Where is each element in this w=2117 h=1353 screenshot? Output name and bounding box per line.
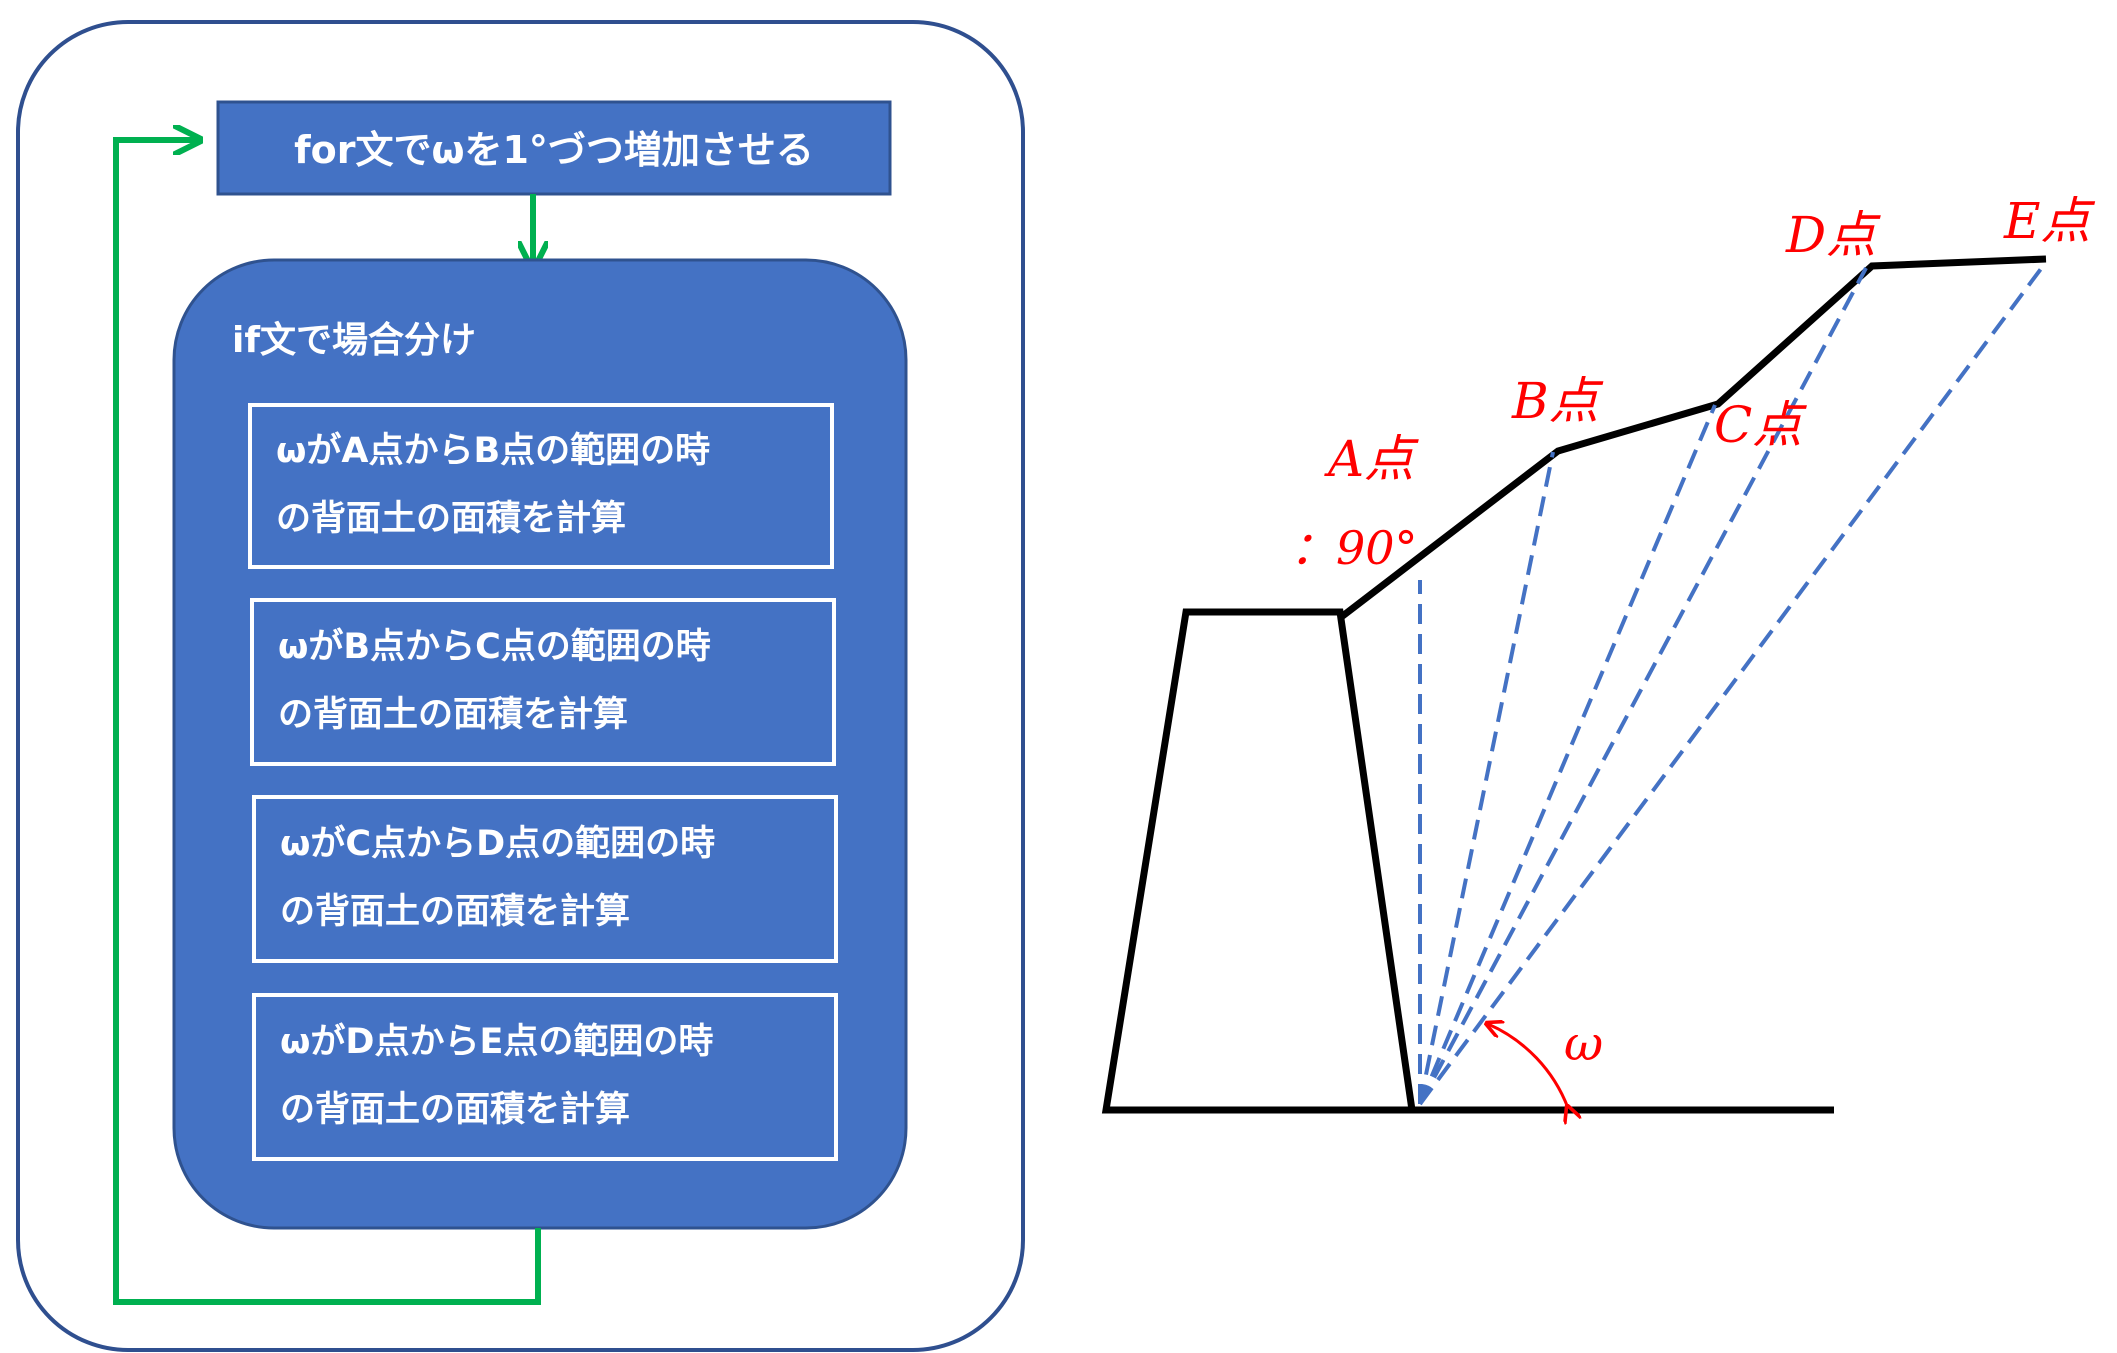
case-box-2: ωがB点からC点の範囲の時 の背面土の面積を計算 (250, 598, 836, 766)
case-2-line2: の背面土の面積を計算 (278, 695, 628, 735)
ray-to-c (1418, 404, 1717, 1105)
case-4-line2: の背面土の面積を計算 (280, 1090, 630, 1130)
omega-label: ω (1564, 1016, 1603, 1072)
slope-diagram: A点 ：90° B点 C点 D点 E点 ω (1101, 192, 2095, 1114)
loop-back-arrow (113, 140, 541, 1305)
point-b-label: B点 (1511, 372, 1604, 430)
case-2-line1: ωがB点からC点の範囲の時 (278, 627, 711, 667)
loop-header-box (216, 100, 892, 196)
case-3-line2: の背面土の面積を計算 (280, 892, 630, 932)
slope-surface (1337, 255, 2047, 621)
case-3-line1: ωがC点からD点の範囲の時 (280, 824, 715, 864)
case-box-1: ωがA点からB点の範囲の時 の背面土の面積を計算 (248, 403, 834, 569)
case-1-line2: の背面土の面積を計算 (276, 499, 626, 539)
loop-header-text: for文でωを1°づつ増加させる (294, 128, 814, 172)
dashed-rays (1418, 260, 2048, 1106)
case-1-line1: ωがA点からB点の範囲の時 (276, 431, 710, 471)
ray-to-e (1418, 260, 2048, 1106)
point-a-label: A点 (1324, 430, 1419, 488)
point-e-label: E点 (2003, 192, 2095, 250)
point-c-label: C点 (1714, 396, 1807, 454)
point-a-angle-label: ：90° (1290, 521, 1418, 575)
if-block-title: if文で場合分け (232, 320, 476, 361)
case-4-line1: ωがD点からE点の範囲の時 (280, 1022, 713, 1062)
ray-to-d (1418, 267, 1868, 1105)
retaining-wall (1101, 608, 1417, 1114)
ray-to-b (1418, 451, 1555, 1105)
case-box-3: ωがC点からD点の範囲の時 の背面土の面積を計算 (252, 795, 838, 963)
point-d-label: D点 (1785, 206, 1881, 264)
omega-angle-arc (1488, 1024, 1568, 1108)
case-box-4: ωがD点からE点の範囲の時 の背面土の面積を計算 (252, 993, 838, 1161)
